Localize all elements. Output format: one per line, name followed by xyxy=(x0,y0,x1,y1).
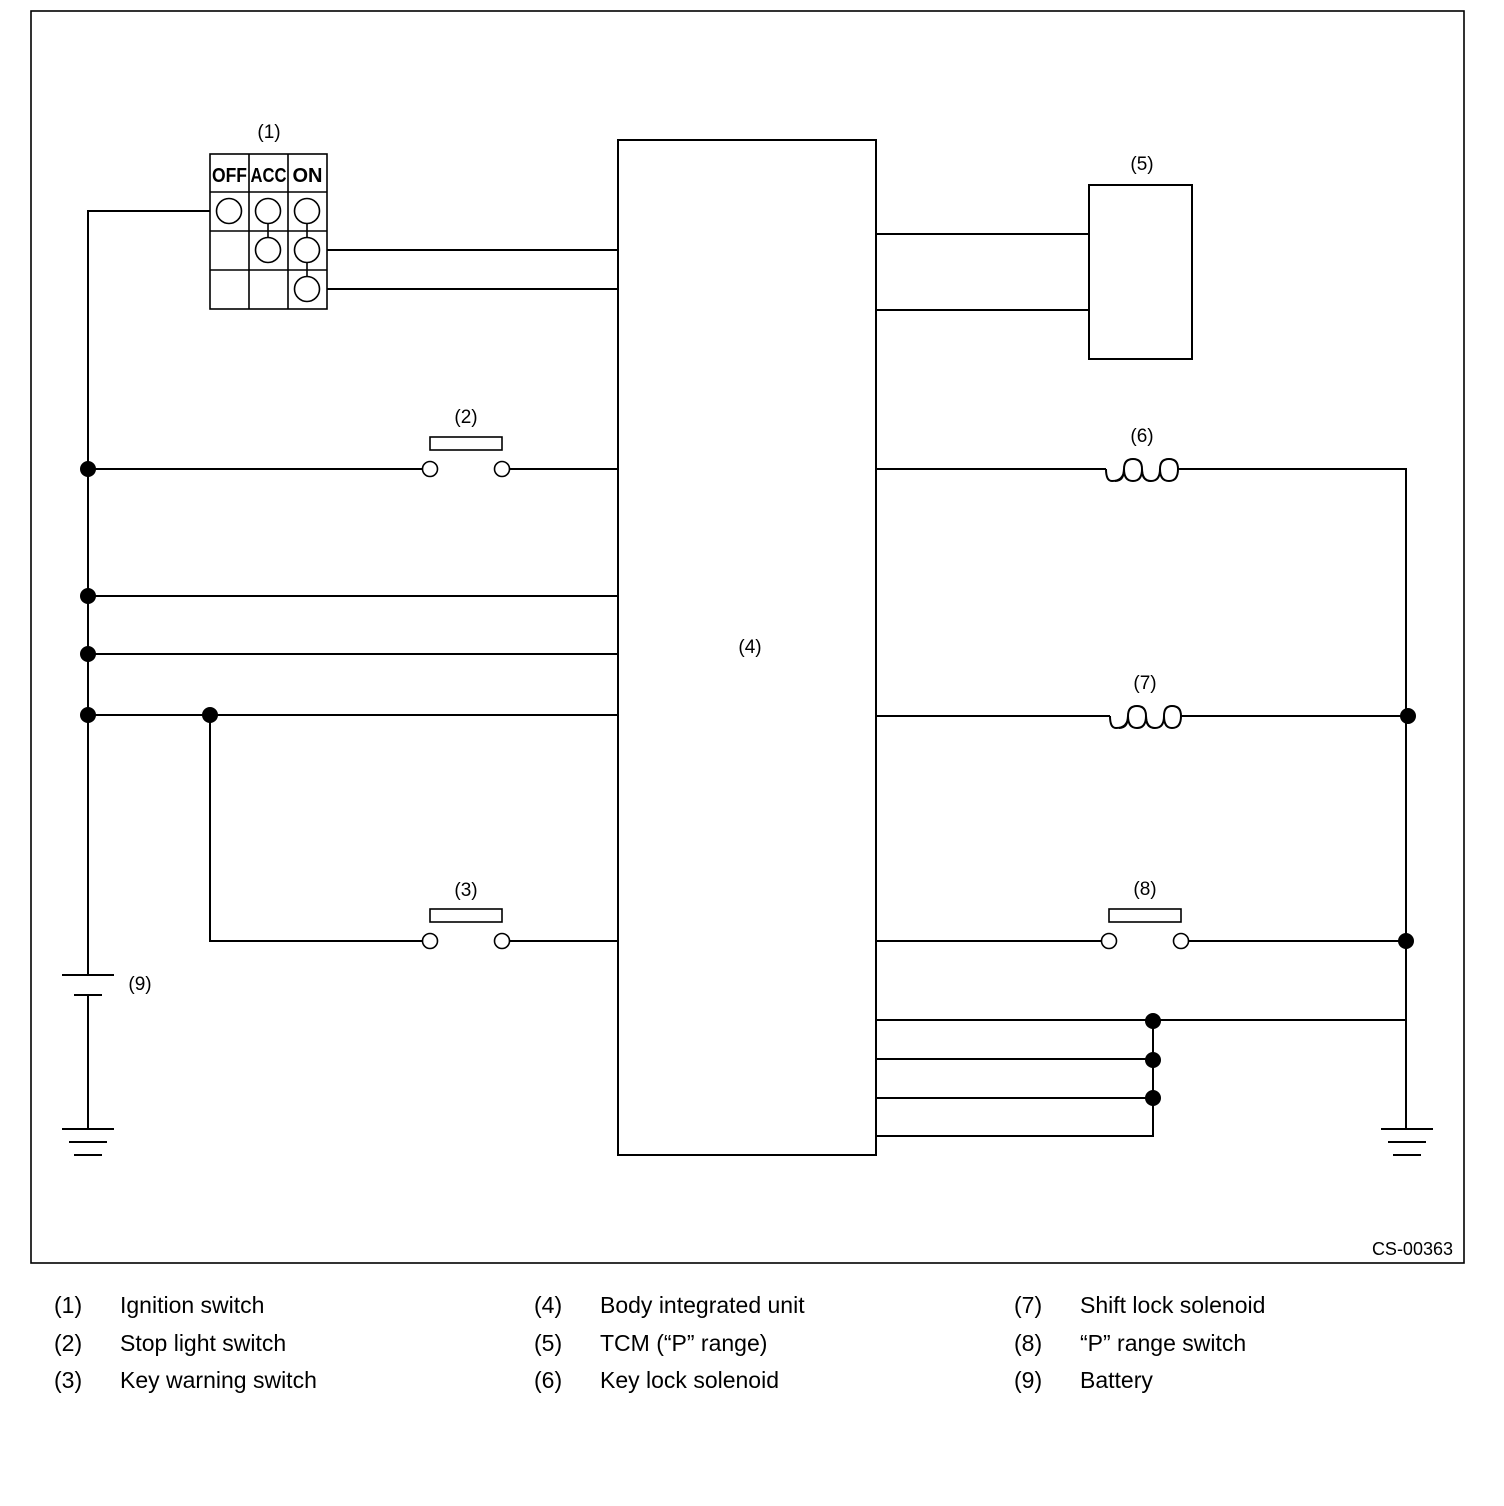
diagram-code: CS-00363 xyxy=(1372,1239,1453,1259)
label-body-integrated-unit: (4) xyxy=(738,637,761,658)
legend-number: (4) xyxy=(534,1292,563,1318)
junction-dots xyxy=(80,461,1416,1106)
legend-number: (1) xyxy=(54,1292,83,1318)
legend-number: (5) xyxy=(534,1330,563,1356)
label-key-lock-solenoid: (6) xyxy=(1130,426,1153,447)
legend-number: (9) xyxy=(1014,1367,1043,1393)
tcm-box xyxy=(1088,184,1193,360)
ignition-col-on: ON xyxy=(293,165,323,187)
ground-symbol-left xyxy=(62,1128,114,1156)
legend-number: (6) xyxy=(534,1367,563,1393)
legend-number: (8) xyxy=(1014,1330,1043,1356)
body-integrated-unit xyxy=(617,139,877,1156)
legend-text: TCM (“P” range) xyxy=(600,1330,768,1356)
p-range-switch xyxy=(1100,908,1190,950)
legend-text: Key warning switch xyxy=(120,1367,317,1393)
battery-symbol xyxy=(62,974,114,996)
label-stop-light-switch: (2) xyxy=(454,407,477,428)
ignition-switch: OFF ACC ON xyxy=(209,153,328,310)
label-tcm: (5) xyxy=(1130,154,1153,175)
ground-symbol-right xyxy=(1381,1128,1433,1156)
shift-lock-solenoid xyxy=(1109,704,1182,730)
legend-number: (2) xyxy=(54,1330,83,1356)
legend: (1) Ignition switch (2) Stop light switc… xyxy=(0,1285,1504,1405)
diagram-frame xyxy=(30,10,1465,1264)
legend-text: Stop light switch xyxy=(120,1330,287,1356)
label-shift-lock-solenoid: (7) xyxy=(1133,673,1156,694)
key-lock-solenoid xyxy=(1105,457,1179,483)
legend-text: Body integrated unit xyxy=(600,1292,805,1318)
wires xyxy=(87,210,1407,1137)
legend-text: “P” range switch xyxy=(1080,1330,1247,1356)
ignition-col-off: OFF xyxy=(212,165,247,187)
legend-number: (3) xyxy=(54,1367,83,1393)
legend-text: Key lock solenoid xyxy=(600,1367,779,1393)
legend-text: Shift lock solenoid xyxy=(1080,1292,1266,1318)
legend-text: Battery xyxy=(1080,1367,1153,1393)
label-battery: (9) xyxy=(128,974,151,995)
stop-light-switch xyxy=(421,436,511,478)
label-p-range-switch: (8) xyxy=(1133,879,1156,900)
wiring-diagram: OFF ACC ON (1) xyxy=(30,10,1465,1264)
key-warning-switch xyxy=(421,908,511,950)
label-ignition-switch: (1) xyxy=(257,122,280,143)
legend-number: (7) xyxy=(1014,1292,1043,1318)
label-key-warning-switch: (3) xyxy=(454,880,477,901)
ignition-col-acc: ACC xyxy=(251,165,287,187)
legend-text: Ignition switch xyxy=(120,1292,265,1318)
